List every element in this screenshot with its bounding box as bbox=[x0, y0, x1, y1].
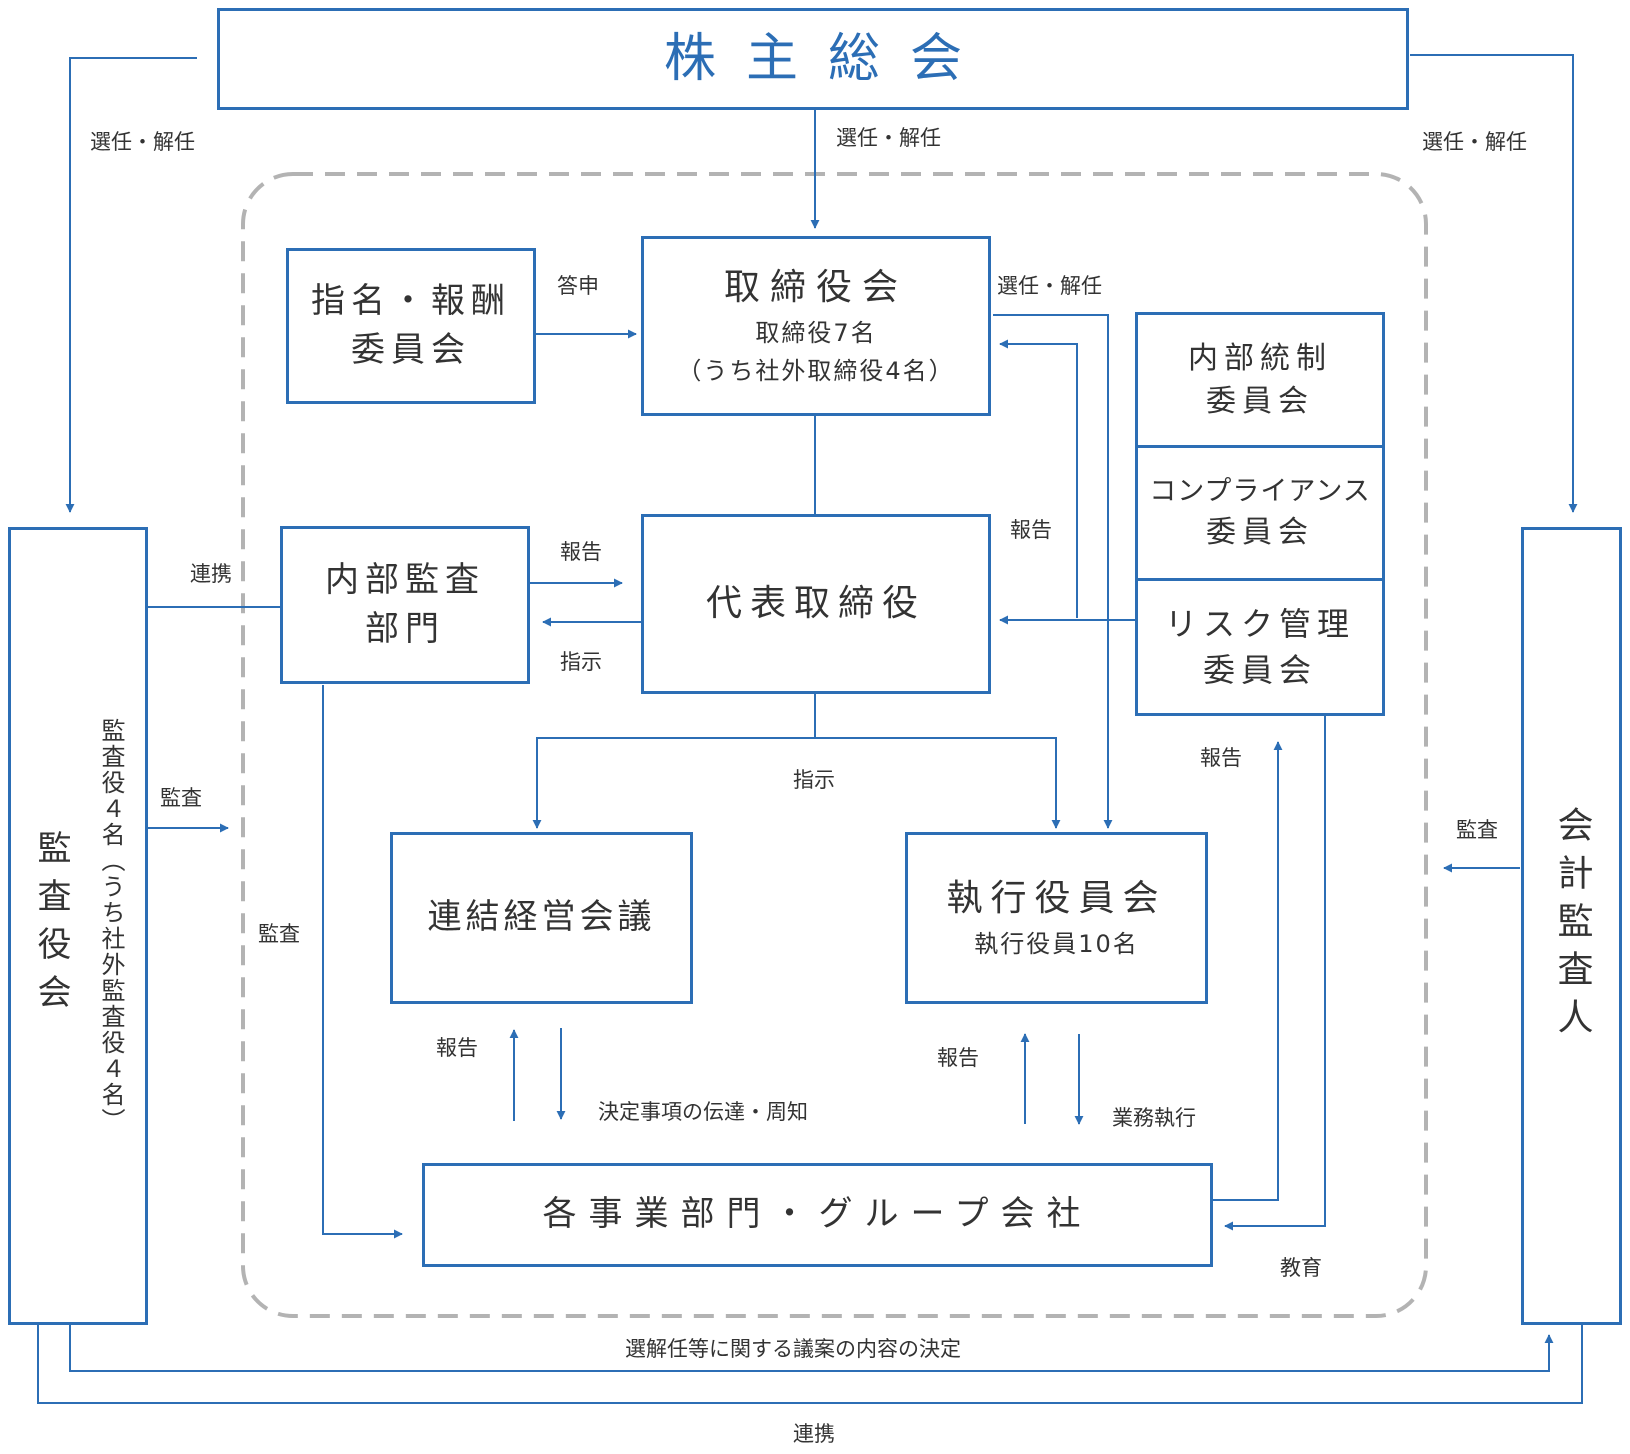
elect-right-label: 選任・解任 bbox=[1422, 130, 1527, 154]
elect-center-label: 選任・解任 bbox=[836, 126, 941, 150]
company-frame bbox=[241, 172, 1428, 1318]
elect-accounting-auditor-line bbox=[1410, 54, 1578, 513]
nomination-committee-line2: 委員会 bbox=[351, 330, 471, 370]
board-elect-exec-line bbox=[993, 314, 1113, 829]
audit-internal-label: 監査 bbox=[258, 922, 300, 946]
compliance-line1: コンプライアンス bbox=[1149, 475, 1371, 507]
executive-officers-count: 執行役員10名 bbox=[974, 929, 1139, 958]
education-line bbox=[1224, 716, 1326, 1231]
risk-report-line bbox=[1210, 741, 1283, 1201]
instruct-down-label: 指示 bbox=[793, 768, 835, 792]
risk-line2: 委員会 bbox=[1202, 651, 1317, 689]
report-board-label: 報告 bbox=[1010, 518, 1052, 542]
audit-board-members: 監査役４名（うち社外監査役４名） bbox=[97, 718, 125, 1134]
group-management-box: 連結経営会議 bbox=[390, 832, 693, 1004]
business-exec-label: 業務執行 bbox=[1112, 1106, 1196, 1130]
audit-left-label: 監査 bbox=[160, 786, 202, 810]
shareholders-meeting-label: 株主総会 bbox=[663, 28, 992, 89]
report-group-label: 報告 bbox=[436, 1036, 478, 1060]
internal-control-committee-box: 内部統制 委員会 bbox=[1135, 312, 1385, 448]
risk-line1: リスク管理 bbox=[1164, 604, 1355, 643]
decision-notice-label: 決定事項の伝達・周知 bbox=[598, 1100, 808, 1124]
audit-board-title: 監査役会 bbox=[31, 830, 71, 1022]
nomination-committee-box: 指名・報酬 委員会 bbox=[286, 248, 536, 404]
business-units-title: 各事業部門・グループ会社 bbox=[542, 1194, 1093, 1235]
nomination-committee-line1: 指名・報酬 bbox=[311, 280, 511, 321]
executive-officers-box: 執行役員会 執行役員10名 bbox=[905, 832, 1208, 1004]
president-title: 代表取締役 bbox=[705, 582, 926, 624]
internal-audit-box: 内部監査 部門 bbox=[280, 526, 530, 684]
compliance-line2: 委員会 bbox=[1206, 514, 1314, 550]
report-exec-label: 報告 bbox=[937, 1046, 979, 1070]
group-management-title: 連結経営会議 bbox=[427, 897, 656, 938]
elect-left-label: 選任・解任 bbox=[90, 130, 195, 154]
shareholders-meeting-box: 株主総会 bbox=[217, 8, 1409, 110]
board-outside-count: （うち社外取締役4名） bbox=[677, 357, 955, 386]
audit-right-label: 監査 bbox=[1456, 818, 1498, 842]
board-count: 取締役7名 bbox=[755, 318, 877, 347]
elect-board-label: 選任・解任 bbox=[997, 274, 1102, 298]
president-box: 代表取締役 bbox=[641, 514, 991, 694]
board-title: 取締役会 bbox=[723, 266, 908, 308]
election-proposal-line bbox=[69, 1322, 1554, 1372]
accounting-auditor-box: 会計監査人 bbox=[1521, 527, 1622, 1325]
instruct-audit-label: 指示 bbox=[560, 650, 602, 674]
internal-control-line1: 内部統制 bbox=[1188, 340, 1332, 376]
accounting-auditor-title: 会計監査人 bbox=[1551, 806, 1593, 1046]
internal-control-line2: 委員会 bbox=[1206, 384, 1314, 419]
board-box: 取締役会 取締役7名 （うち社外取締役4名） bbox=[641, 236, 991, 416]
renkei-bottom-line bbox=[37, 1322, 1583, 1404]
elect-audit-board-line bbox=[65, 57, 197, 513]
internal-audit-line1: 内部監査 bbox=[325, 559, 485, 600]
committees-report-board-line bbox=[999, 339, 1078, 618]
internal-audit-line2: 部門 bbox=[365, 609, 445, 649]
report-audit-label: 報告 bbox=[560, 540, 602, 564]
toshin-label: 答申 bbox=[557, 274, 599, 298]
compliance-committee-box: コンプライアンス 委員会 bbox=[1135, 445, 1385, 581]
risk-committee-box: リスク管理 委員会 bbox=[1135, 578, 1385, 716]
executive-officers-title: 執行役員会 bbox=[946, 877, 1167, 919]
renkei-left-label: 連携 bbox=[190, 562, 232, 586]
election-proposal-label: 選解任等に関する議案の内容の決定 bbox=[625, 1337, 961, 1361]
report-risk-label: 報告 bbox=[1200, 746, 1242, 770]
business-units-box: 各事業部門・グループ会社 bbox=[422, 1163, 1213, 1267]
education-label: 教育 bbox=[1280, 1256, 1322, 1280]
renkei-bottom-label: 連携 bbox=[793, 1422, 835, 1446]
audit-board-box: 監査役会 監査役４名（うち社外監査役４名） bbox=[8, 527, 148, 1325]
internal-audit-units-line bbox=[322, 685, 403, 1239]
